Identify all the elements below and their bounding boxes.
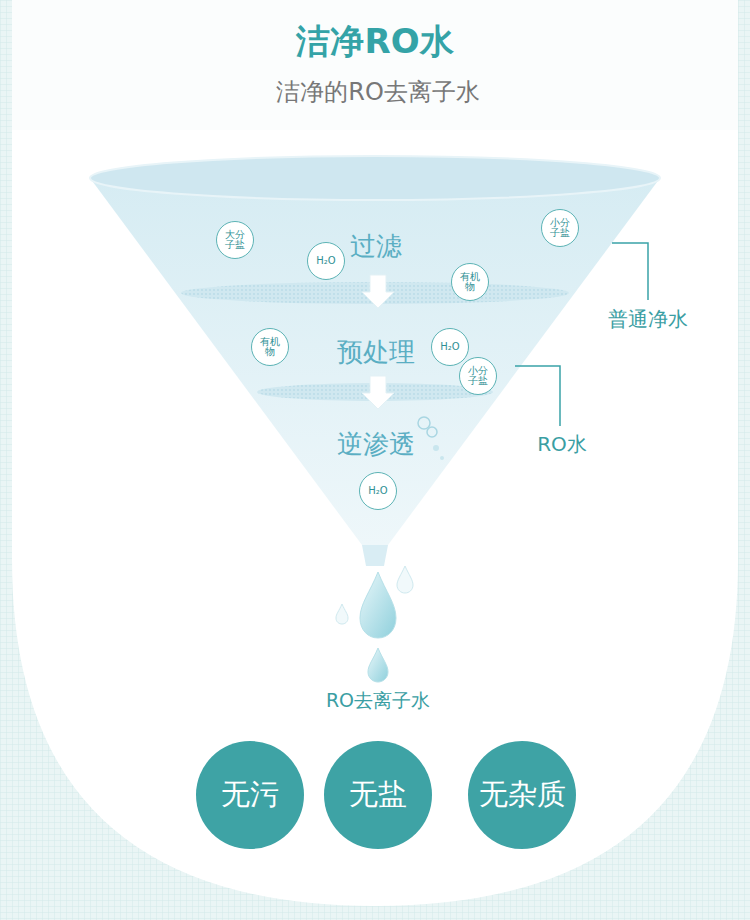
top-band <box>12 0 738 130</box>
bubble <box>433 445 439 451</box>
molecule-circle: H₂O <box>307 242 345 280</box>
bracket-label: 普通净水 <box>608 306 688 333</box>
water-drop <box>360 572 396 638</box>
bubble <box>418 417 430 429</box>
feature-text: 无污 <box>221 775 279 815</box>
molecule-circle: 有机物 <box>251 328 289 366</box>
molecule-text: 小分子盐 <box>468 366 489 387</box>
feature-circle: 无污 <box>196 741 304 849</box>
bracket-line <box>612 243 648 300</box>
molecule-text: 有机物 <box>460 272 481 293</box>
molecule-circle: H₂O <box>431 328 469 366</box>
funnel-rim <box>90 156 660 200</box>
water-drop <box>397 566 413 593</box>
funnel-spout <box>362 545 388 566</box>
process-step: 逆渗透 <box>337 427 415 462</box>
bubble <box>427 427 437 437</box>
molecule-circle: 有机物 <box>451 263 489 301</box>
white-panel <box>12 0 738 906</box>
molecule-circle: 小分子盐 <box>541 209 579 247</box>
output-label: RO去离子水 <box>326 688 430 714</box>
process-step: 预处理 <box>337 335 415 370</box>
bubble <box>440 456 444 460</box>
subtitle: 洁净的RO去离子水 <box>276 76 480 108</box>
water-drop <box>368 648 388 682</box>
process-arrow <box>362 275 394 308</box>
molecule-circle: H₂O <box>359 472 397 510</box>
process-arrow <box>362 376 394 409</box>
title: 洁净RO水 <box>296 19 453 65</box>
molecule-text: 有机物 <box>260 337 281 358</box>
molecule-text: H₂O <box>368 486 389 497</box>
water-drop <box>336 604 348 624</box>
molecule-circle: 小分子盐 <box>459 357 497 395</box>
molecule-text: 大分子盐 <box>225 230 246 251</box>
molecule-text: 小分子盐 <box>550 218 571 239</box>
process-step: 过滤 <box>350 229 402 264</box>
molecule-text: H₂O <box>440 342 461 353</box>
feature-circle: 无杂质 <box>468 741 576 849</box>
molecule-circle: 大分子盐 <box>216 221 254 259</box>
molecule-text: H₂O <box>316 256 337 267</box>
bracket-line <box>515 366 560 426</box>
feature-text: 无杂质 <box>479 775 566 815</box>
bracket-label: RO水 <box>537 431 587 458</box>
feature-circle: 无盐 <box>324 741 432 849</box>
funnel-cone <box>90 178 660 545</box>
feature-text: 无盐 <box>349 775 407 815</box>
